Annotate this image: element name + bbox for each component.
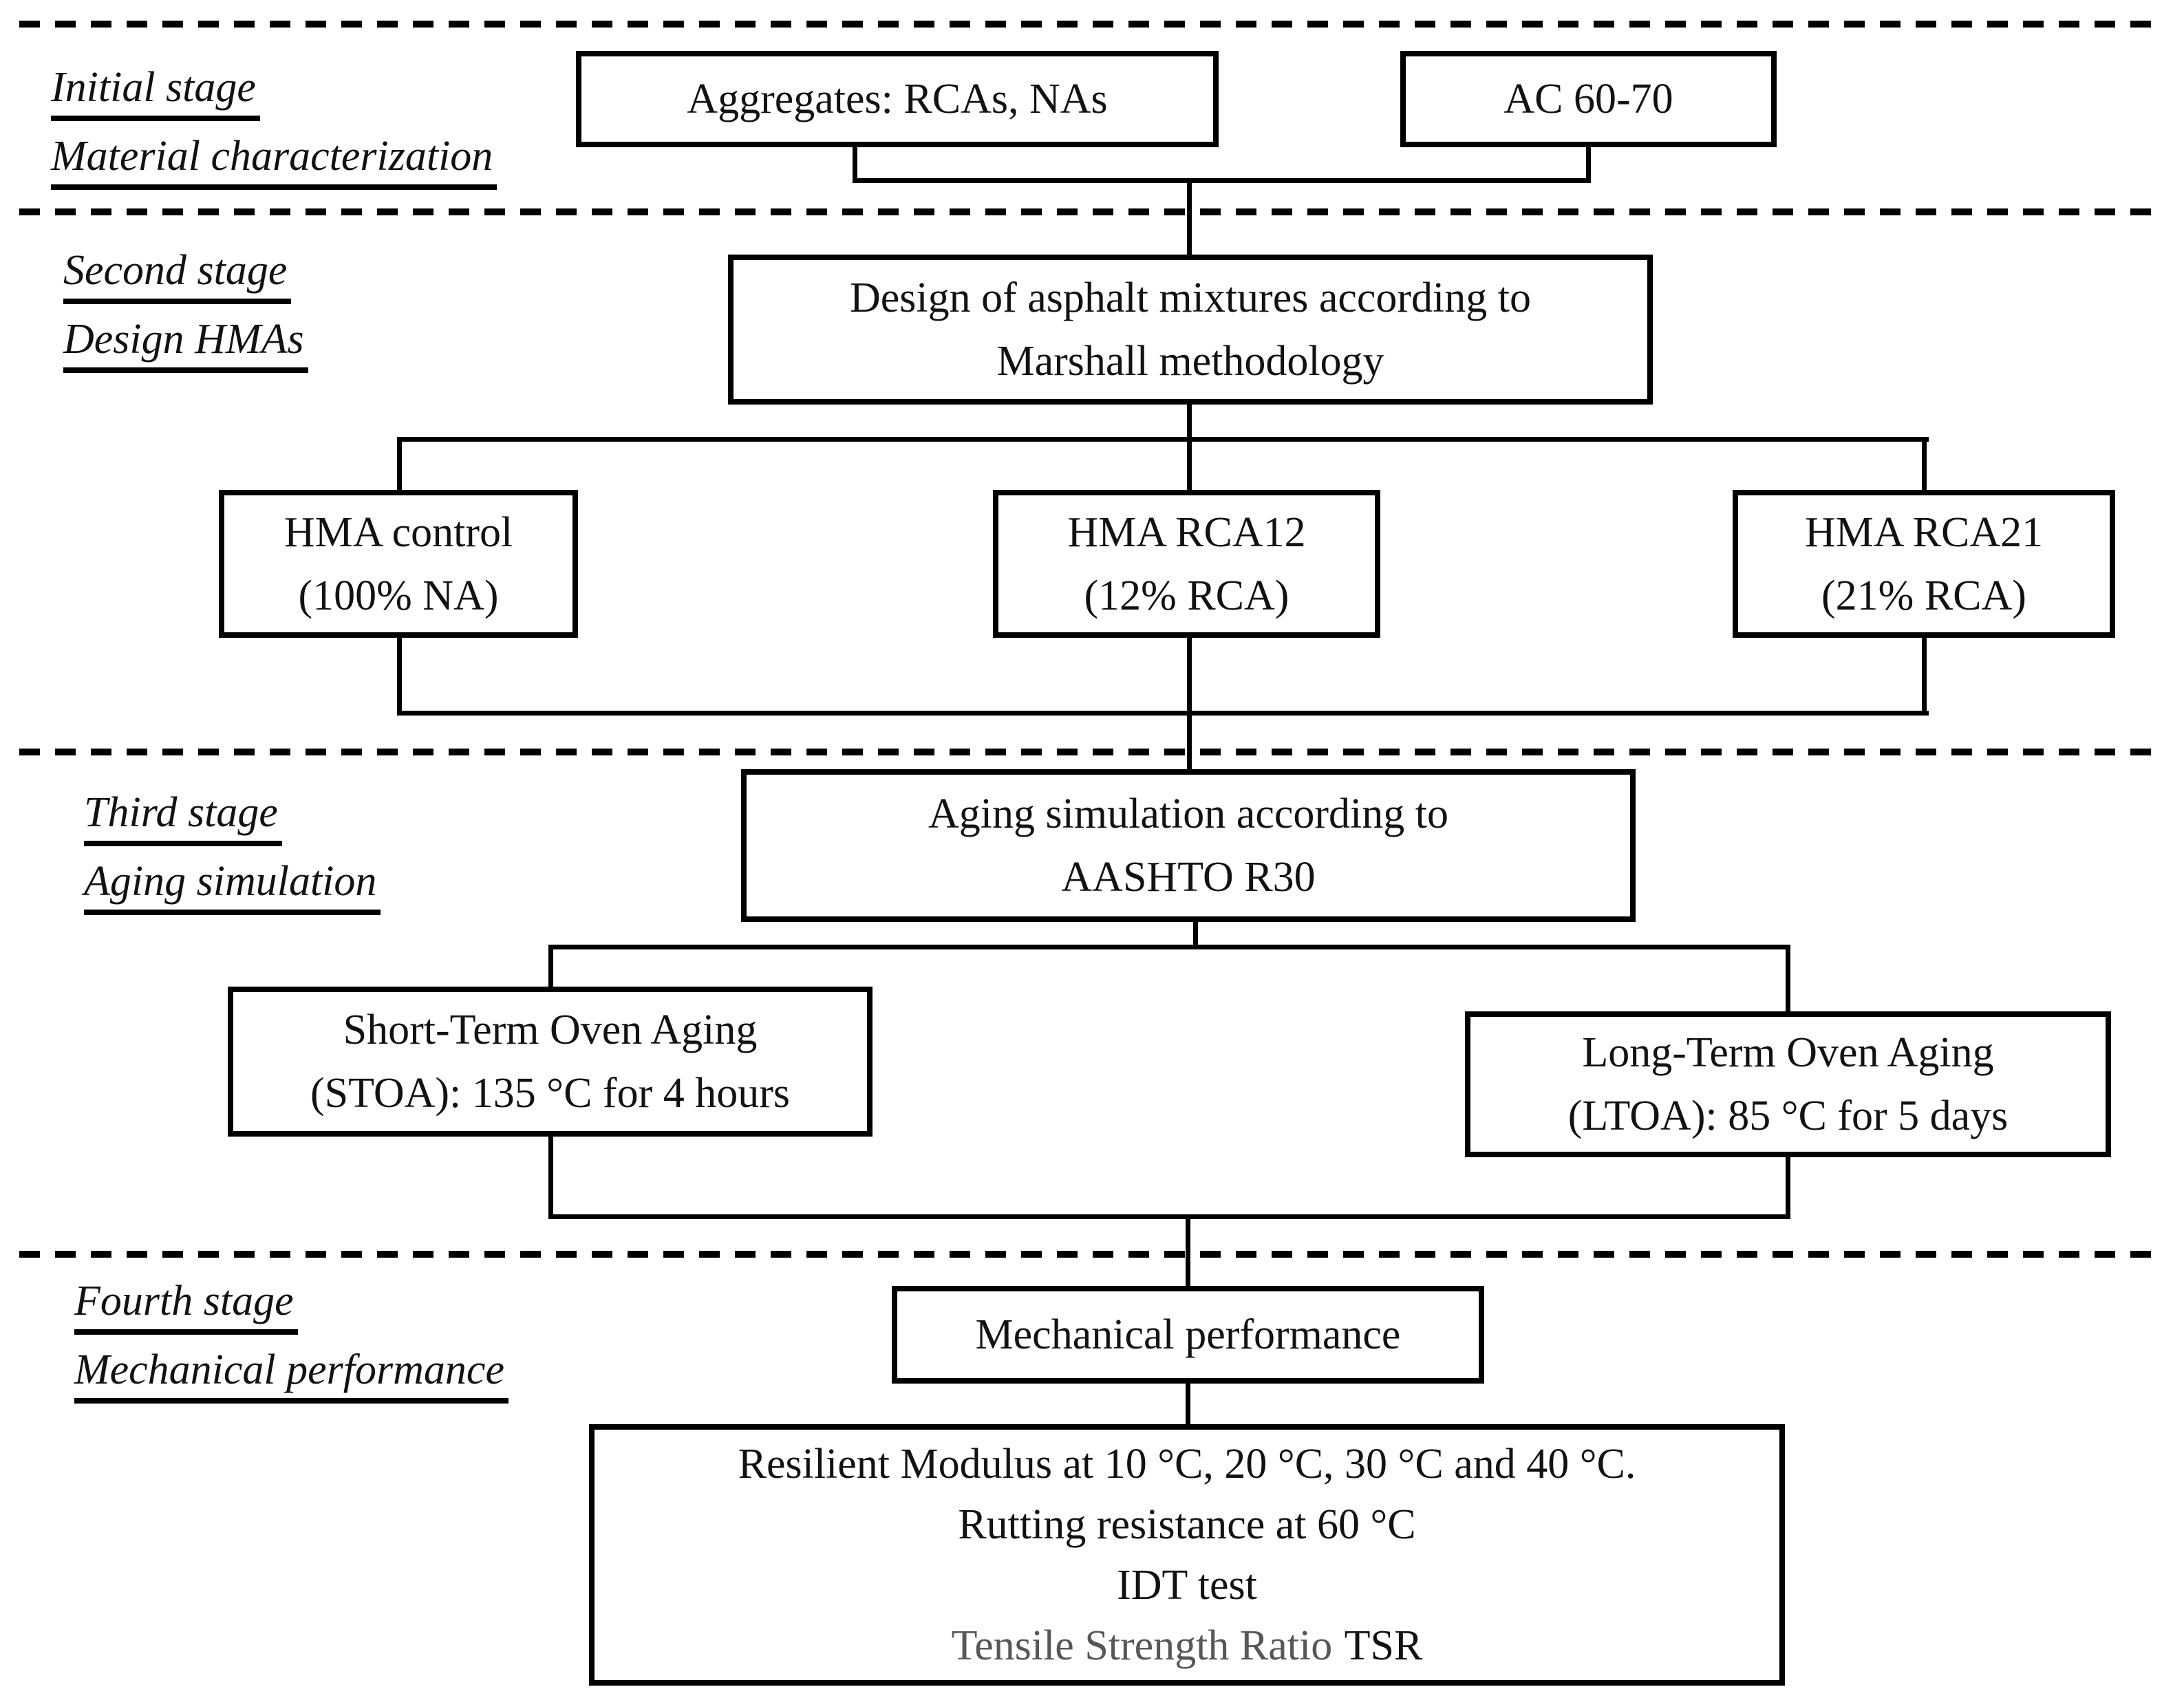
tests-box: Resilient Modulus at 10 °C, 20 °C, 30 °C… [589,1424,1785,1686]
tsr-gray-text: Tensile Strength Ratio [951,1622,1333,1669]
connector-line [853,147,857,183]
connector-line [1786,1156,1790,1219]
stage-label-line: Design HMAs [63,318,308,373]
connector-line [853,178,1591,183]
tests-box-line-rutting-resistance: Rutting resistance at 60 °C [958,1501,1416,1548]
connector-line [397,636,402,716]
stage-label-line: Second stage [63,249,292,304]
design-box: Design of asphalt mixtures according to … [728,255,1653,405]
connector-line [548,1214,1790,1219]
connector-line [548,945,553,988]
ltoa-box-line: (LTOA): 85 °C for 5 days [1567,1093,2009,1139]
connector-line [1586,147,1591,183]
stoa-box-line: (STOA): 135 °C for 4 hours [310,1070,790,1117]
connector-line [1187,437,1192,491]
ltoa-box: Long-Term Oven Aging (LTOA): 85 °C for 5… [1465,1011,2111,1157]
connector-line [397,711,1929,716]
aging-box-line: AASHTO R30 [1061,854,1316,901]
stage-label-line: Third stage [84,791,282,846]
ac-60-70-box-label: AC 60-70 [1503,76,1673,122]
aggregates-box: Aggregates: RCAs, NAs [576,51,1219,147]
stage-divider-line [19,749,2166,755]
stage-label-initial: Initial stage Material characterization [51,66,497,204]
stage-label-second: Second stage Design HMAs [63,249,308,387]
tests-box-line-resilient-modulus: Resilient Modulus at 10 °C, 20 °C, 30 °C… [738,1441,1636,1487]
hma-rca21-box-line: HMA RCA21 [1804,508,2044,556]
tsr-dark-text: TSR [1344,1622,1423,1669]
stage-label-line: Aging simulation [84,860,381,915]
connector-line [1187,403,1192,442]
connector-line [1187,178,1192,256]
hma-control-box: HMA control (100% NA) [219,490,578,638]
hma-rca12-box-line: HMA RCA12 [1067,508,1306,556]
stage-divider-line [19,21,2166,28]
ac-60-70-box: AC 60-70 [1400,51,1777,147]
connector-line [1187,636,1192,716]
connector-line [548,1135,553,1219]
tests-box-line-idt-test: IDT test [1117,1562,1257,1609]
aggregates-box-label: Aggregates: RCAs, NAs [687,76,1108,122]
design-box-line: Marshall methodology [996,338,1384,385]
connector-line [548,945,1790,949]
stoa-box: Short-Term Oven Aging (STOA): 135 °C for… [228,987,872,1137]
connector-line [397,437,402,491]
aging-box-line: Aging simulation according to [928,791,1448,837]
stage-divider-line [19,208,2166,215]
design-box-line: Design of asphalt mixtures according to [849,275,1532,321]
stage-label-line: Fourth stage [74,1280,298,1335]
hma-control-box-line: HMA control [283,508,513,556]
hma-control-box-line: (100% NA) [298,572,499,619]
stage-label-line: Initial stage [51,66,260,121]
stage-label-line: Material characterization [51,135,497,190]
connector-line [1186,1382,1190,1426]
stage-label-third: Third stage Aging simulation [84,791,381,929]
mechanical-performance-box-label: Mechanical performance [975,1311,1401,1358]
stage-label-line: Mechanical performance [74,1348,508,1404]
mechanical-performance-box: Mechanical performance [892,1286,1484,1384]
aging-box: Aging simulation according to AASHTO R30 [741,769,1636,922]
hma-rca12-box: HMA RCA12 (12% RCA) [993,490,1380,638]
ltoa-box-line: Long-Term Oven Aging [1582,1029,1994,1076]
hma-rca12-box-line: (12% RCA) [1084,572,1289,619]
hma-rca21-box: HMA RCA21 (21% RCA) [1733,490,2115,638]
connector-line [1786,945,1790,1013]
stoa-box-line: Short-Term Oven Aging [343,1007,758,1053]
connector-line [1186,1214,1190,1287]
stage-label-fourth: Fourth stage Mechanical performance [74,1280,508,1417]
connector-line [397,437,1929,442]
hma-rca21-box-line: (21% RCA) [1821,572,2026,619]
connector-line [1193,919,1198,949]
connector-line [1187,711,1192,771]
connector-line [1922,437,1927,491]
stage-divider-line [19,1251,2166,1258]
connector-line [1922,636,1927,716]
